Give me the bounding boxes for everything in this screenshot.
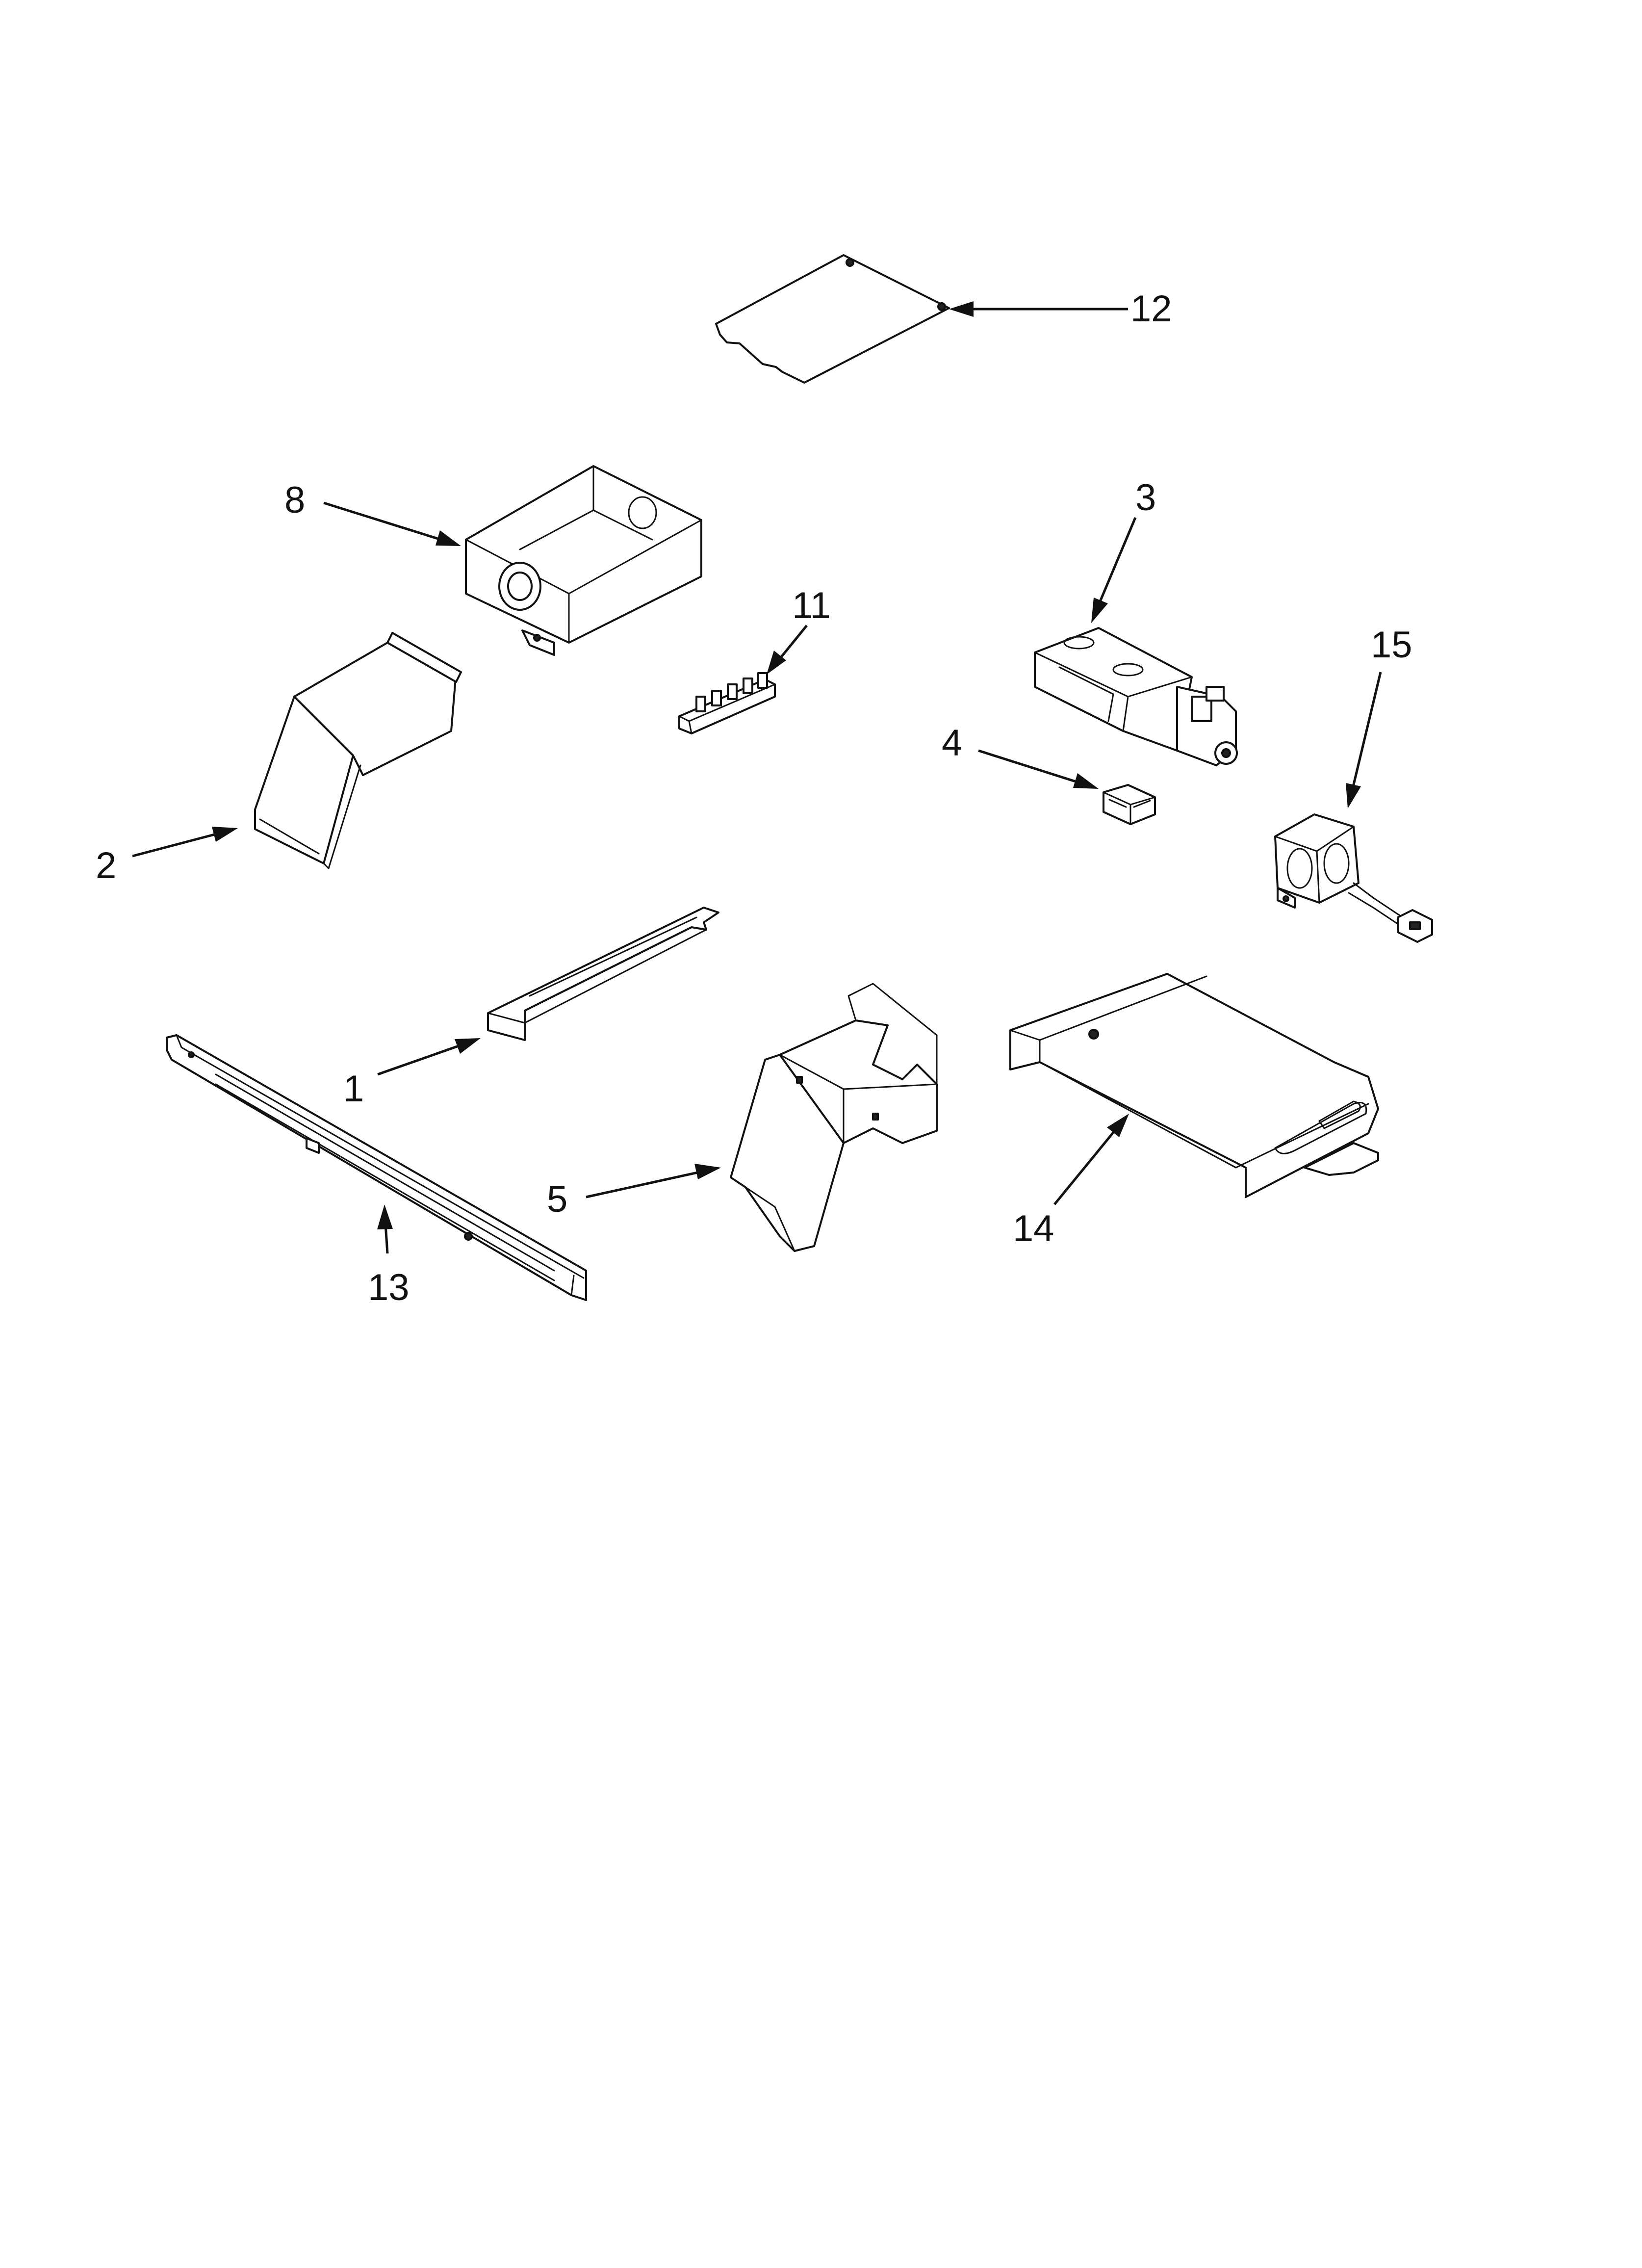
part-5-shroud xyxy=(730,983,938,1252)
leader-2 xyxy=(132,830,226,858)
part-13-long-bracket xyxy=(166,1034,587,1301)
callout-1: 1 xyxy=(343,1068,364,1110)
part-8-box xyxy=(465,465,702,656)
part-15-transformer xyxy=(1274,813,1433,943)
arrowhead-8 xyxy=(436,530,461,546)
leader-14 xyxy=(1053,1122,1122,1205)
arrowhead-14 xyxy=(1107,1114,1129,1137)
callout-14: 14 xyxy=(1013,1208,1054,1250)
callout-leaders xyxy=(132,301,1382,1254)
part-14-bracket-base xyxy=(1009,973,1379,1198)
part-4-block xyxy=(1103,784,1156,825)
callout-11: 11 xyxy=(792,585,831,626)
leader-4 xyxy=(978,749,1087,786)
callout-8: 8 xyxy=(284,479,305,521)
part-2-duct xyxy=(254,632,462,869)
callout-12: 12 xyxy=(1130,288,1172,330)
callout-15: 15 xyxy=(1371,624,1412,666)
arrowhead-12 xyxy=(949,301,974,317)
arrowhead-5 xyxy=(694,1164,721,1179)
callout-4: 4 xyxy=(942,722,962,764)
leader-8 xyxy=(323,501,449,544)
leader-3 xyxy=(1095,517,1137,611)
leader-1 xyxy=(377,1041,469,1076)
callout-labels: 12 8 3 11 15 4 2 1 5 14 13 xyxy=(96,288,1412,1308)
arrowhead-3 xyxy=(1091,598,1108,623)
arrowhead-15 xyxy=(1346,783,1361,808)
arrowhead-1 xyxy=(455,1038,481,1054)
part-3-control-module xyxy=(1034,627,1238,766)
part-1-rail xyxy=(487,907,719,1041)
arrowhead-2 xyxy=(212,827,238,842)
callout-3: 3 xyxy=(1135,477,1156,519)
callout-13: 13 xyxy=(368,1267,410,1308)
leader-15 xyxy=(1350,672,1382,795)
arrowhead-4 xyxy=(1073,773,1099,789)
leader-5 xyxy=(586,1169,709,1199)
arrowhead-11 xyxy=(767,651,786,675)
part-11-terminal-strip xyxy=(678,672,776,734)
part-12-cover-plate xyxy=(715,254,950,384)
arrowhead-13 xyxy=(377,1204,393,1229)
callout-5: 5 xyxy=(547,1178,567,1220)
callout-2: 2 xyxy=(96,845,116,886)
